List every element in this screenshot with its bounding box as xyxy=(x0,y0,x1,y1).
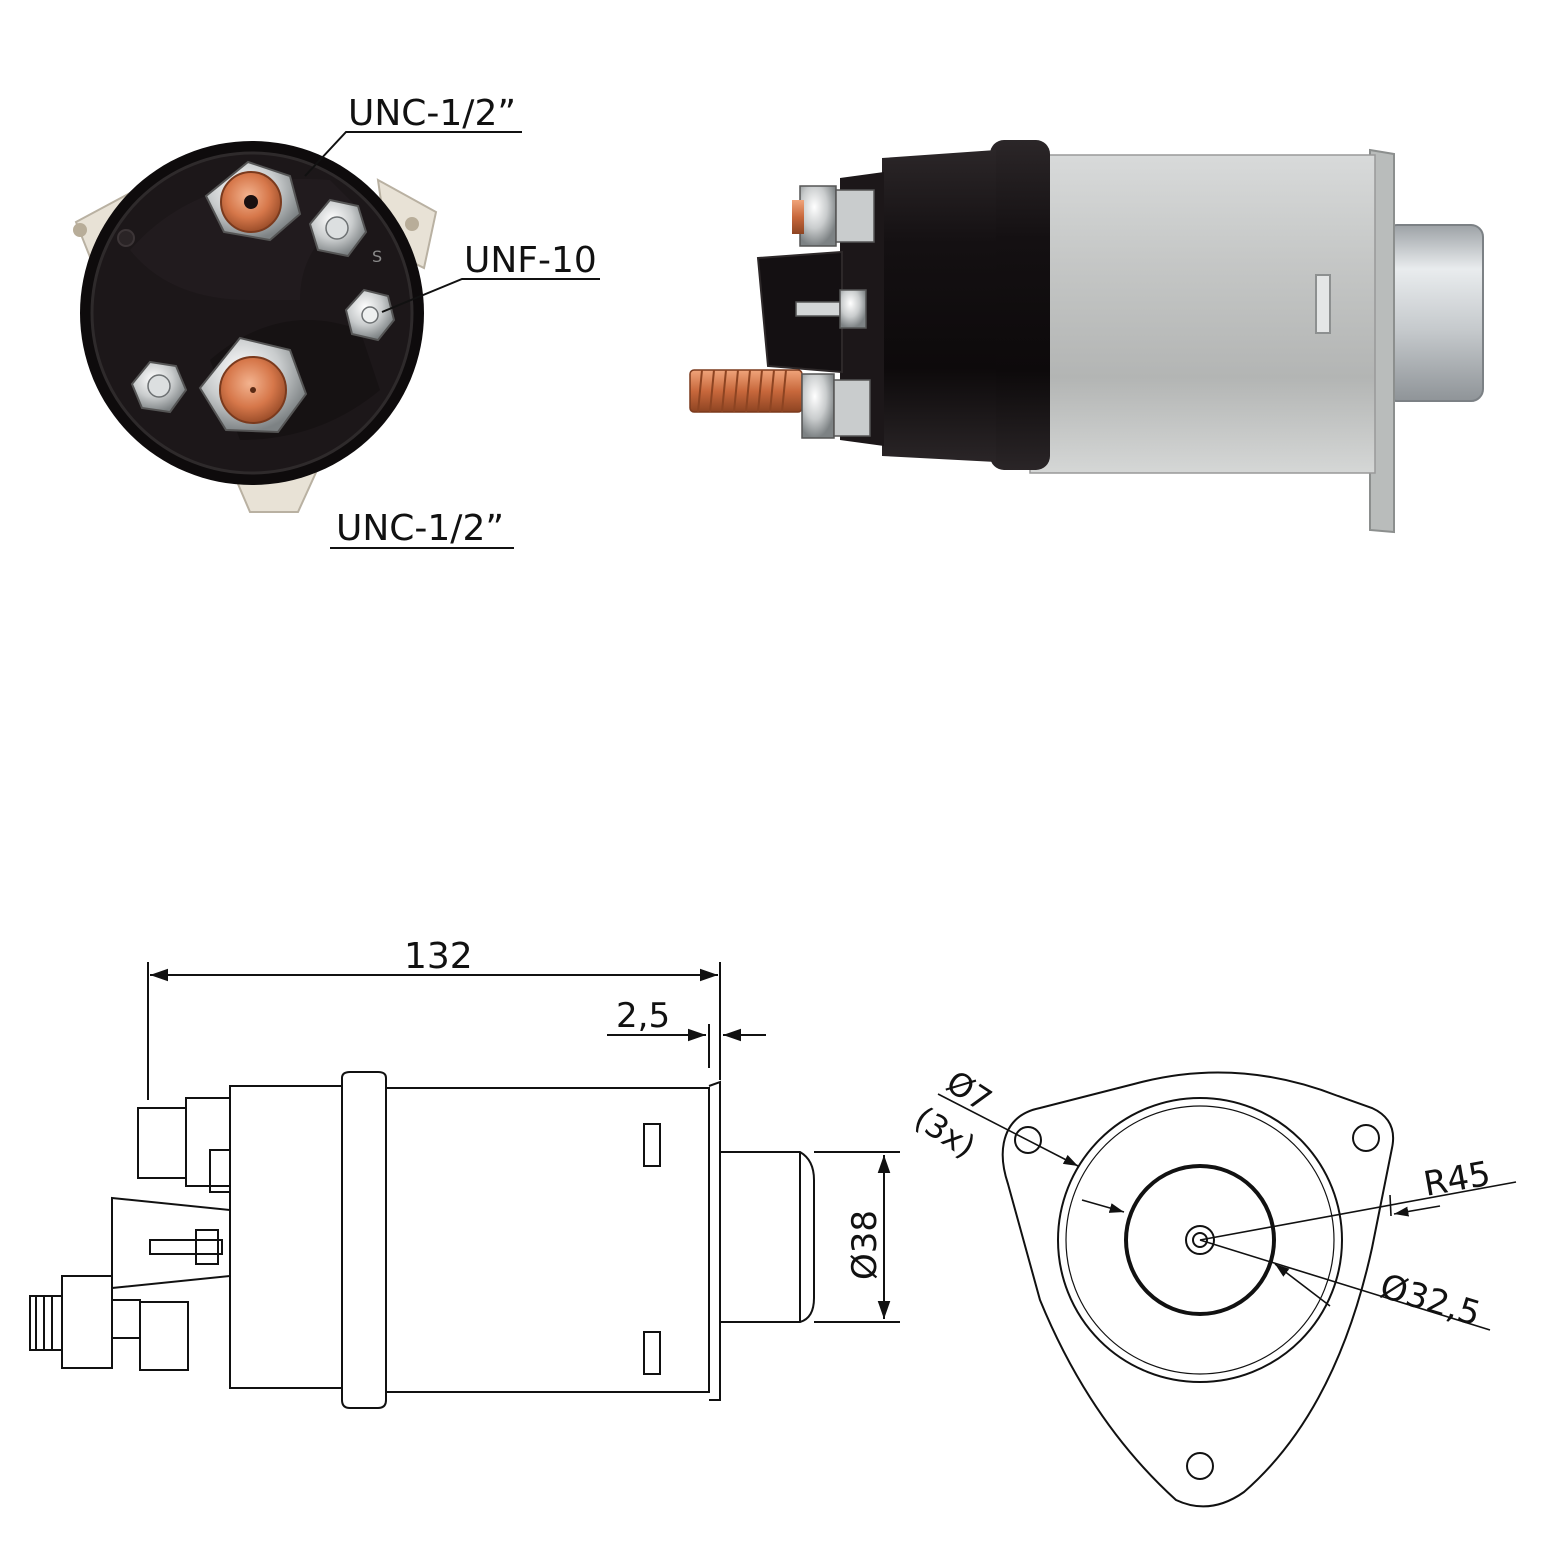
dim-radius: R45 xyxy=(1421,1154,1494,1205)
body-circle xyxy=(1057,1097,1343,1383)
slot-outline xyxy=(643,1123,661,1167)
callout-unc-top: UNC-1/2” xyxy=(304,93,522,177)
side-view-photo xyxy=(689,140,1484,534)
body-circle-inner xyxy=(1065,1105,1335,1375)
leader-radius xyxy=(1199,1181,1517,1241)
terminal-letter-s: S xyxy=(372,247,382,266)
callout-unf: UNF-10 xyxy=(381,240,600,313)
plunger xyxy=(1384,224,1484,402)
dim-flange-thickness: 2,5 xyxy=(616,996,670,1036)
dim-overall-length: 132 xyxy=(404,936,473,977)
mount-hole xyxy=(73,223,87,237)
leader-diameter xyxy=(1199,1239,1491,1331)
cap-housing xyxy=(882,150,996,462)
leader-line xyxy=(304,131,522,177)
cap-ring xyxy=(990,140,1050,470)
cap-outline xyxy=(229,1085,343,1389)
callout-text-unf: UNF-10 xyxy=(464,240,597,281)
leader-line xyxy=(381,278,600,313)
hex-nut-side-bottom xyxy=(801,373,835,439)
end-view-drawing xyxy=(937,1071,1517,1508)
callout-text-unc-bottom: UNC-1/2” xyxy=(336,508,504,549)
stud-bore xyxy=(244,195,258,209)
flange-outline xyxy=(708,1080,721,1401)
stud-thread-outline xyxy=(29,1295,63,1351)
plunger-circle xyxy=(1124,1164,1276,1316)
hex-nut-outline xyxy=(139,1301,189,1371)
dim-plunger-diameter: Ø38 xyxy=(845,1210,885,1280)
mount-hole-outline xyxy=(1186,1452,1214,1480)
body-slot xyxy=(1315,274,1331,334)
mount-hole-outline xyxy=(1352,1124,1380,1152)
leader-diameter xyxy=(1081,1199,1125,1213)
end-view-photo: S xyxy=(73,141,438,513)
dim-body-diameter: Ø32,5 xyxy=(1375,1266,1485,1334)
hex-nut-outline xyxy=(137,1107,187,1179)
leader-hole xyxy=(937,1093,1079,1167)
flange-outline-end xyxy=(1001,1071,1394,1508)
hex-nut-side-top xyxy=(799,185,837,247)
hex-nut-outline xyxy=(61,1275,113,1369)
callout-text-unc-top: UNC-1/2” xyxy=(348,93,516,134)
center-hole xyxy=(1185,1225,1215,1255)
side-view-drawing xyxy=(29,962,900,1409)
control-stud-side xyxy=(795,301,841,317)
callout-unc-bottom: UNC-1/2” xyxy=(330,508,514,549)
plunger-outline xyxy=(720,1151,815,1323)
mount-hole-outline xyxy=(1014,1126,1042,1154)
terminal-outline xyxy=(185,1097,231,1187)
cap-ring-outline xyxy=(341,1071,387,1409)
terminal-block-outline xyxy=(111,1196,231,1290)
slot-outline xyxy=(643,1331,661,1375)
mount-hole xyxy=(405,217,419,231)
